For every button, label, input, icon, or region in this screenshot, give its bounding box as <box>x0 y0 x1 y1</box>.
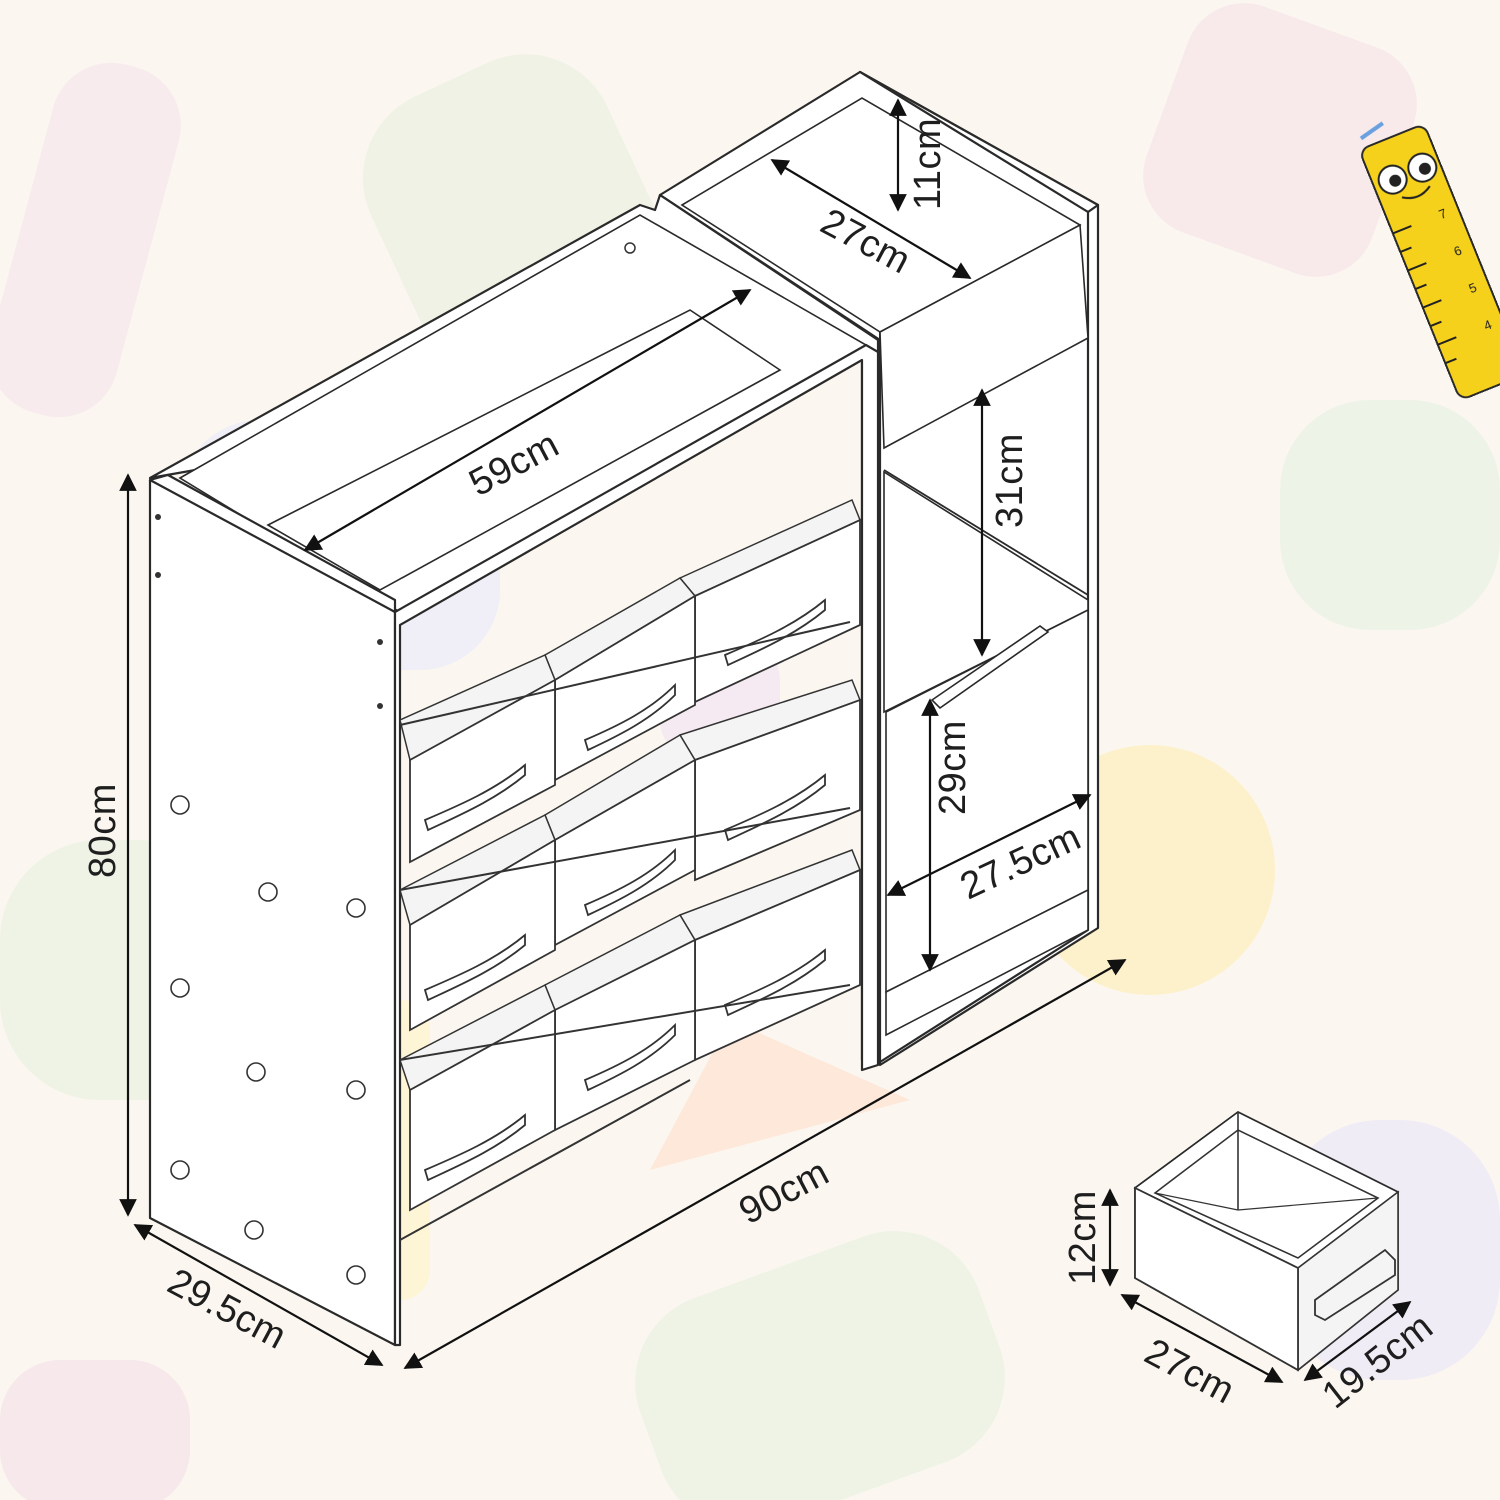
dimension-lines <box>119 98 1412 1383</box>
label-bin-width: 27cm <box>1138 1331 1242 1413</box>
right-upper-rail <box>879 223 1089 450</box>
ruler-mascot: 7 6 5 4 <box>1359 121 1500 399</box>
left-side-top-edge <box>148 473 397 614</box>
label-right-shelf-height: 31cm <box>989 433 1031 528</box>
label-total-height: 80cm <box>82 783 124 878</box>
label-total-width: 90cm <box>733 1151 837 1233</box>
shelf-unit <box>148 70 1100 1347</box>
wide-front-frame <box>393 343 880 1347</box>
bin-handle <box>723 598 826 667</box>
label-top-depth: 11cm <box>907 118 949 210</box>
label-right-cabinet-height: 29cm <box>932 720 974 815</box>
label-bin-height: 12cm <box>1062 1190 1104 1285</box>
